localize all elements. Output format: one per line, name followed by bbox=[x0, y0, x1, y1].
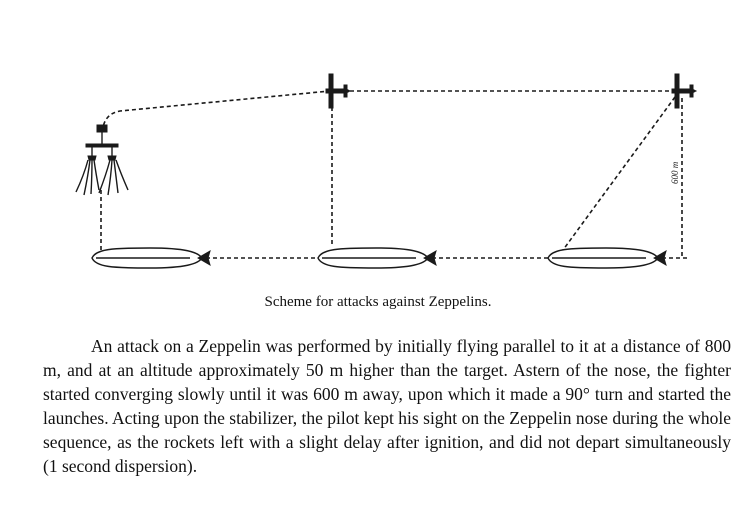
distance-label-600m: 600 m bbox=[670, 161, 680, 184]
rocket-rack-right bbox=[107, 155, 117, 161]
figure-caption: Scheme for attacks against Zeppelins. bbox=[264, 294, 492, 310]
approach-path bbox=[101, 90, 331, 133]
converging-path bbox=[562, 96, 676, 251]
fighter-wing bbox=[85, 143, 119, 148]
body-paragraph: An attack on a Zeppelin was performed by… bbox=[43, 336, 731, 476]
fighter-cockpit bbox=[96, 124, 108, 133]
zeppelin-middle bbox=[317, 247, 437, 269]
wing-middle bbox=[328, 73, 334, 109]
zeppelin-left bbox=[91, 247, 211, 269]
tail-right bbox=[689, 84, 694, 98]
wing-right bbox=[674, 73, 680, 109]
rocket-exhaust-trails bbox=[75, 159, 129, 196]
zeppelin-attack-scheme-figure: 600 m bbox=[75, 73, 698, 269]
tail-middle bbox=[343, 84, 348, 98]
fighter-top-view-right bbox=[671, 73, 698, 109]
launching-fighter-front-view bbox=[75, 124, 129, 196]
zeppelin-right bbox=[547, 247, 667, 269]
flight-paths bbox=[100, 90, 688, 259]
scheme-drawing: 600 m bbox=[75, 73, 698, 269]
rocket-rack-left bbox=[87, 155, 97, 161]
fighter-top-view-middle bbox=[325, 73, 352, 109]
